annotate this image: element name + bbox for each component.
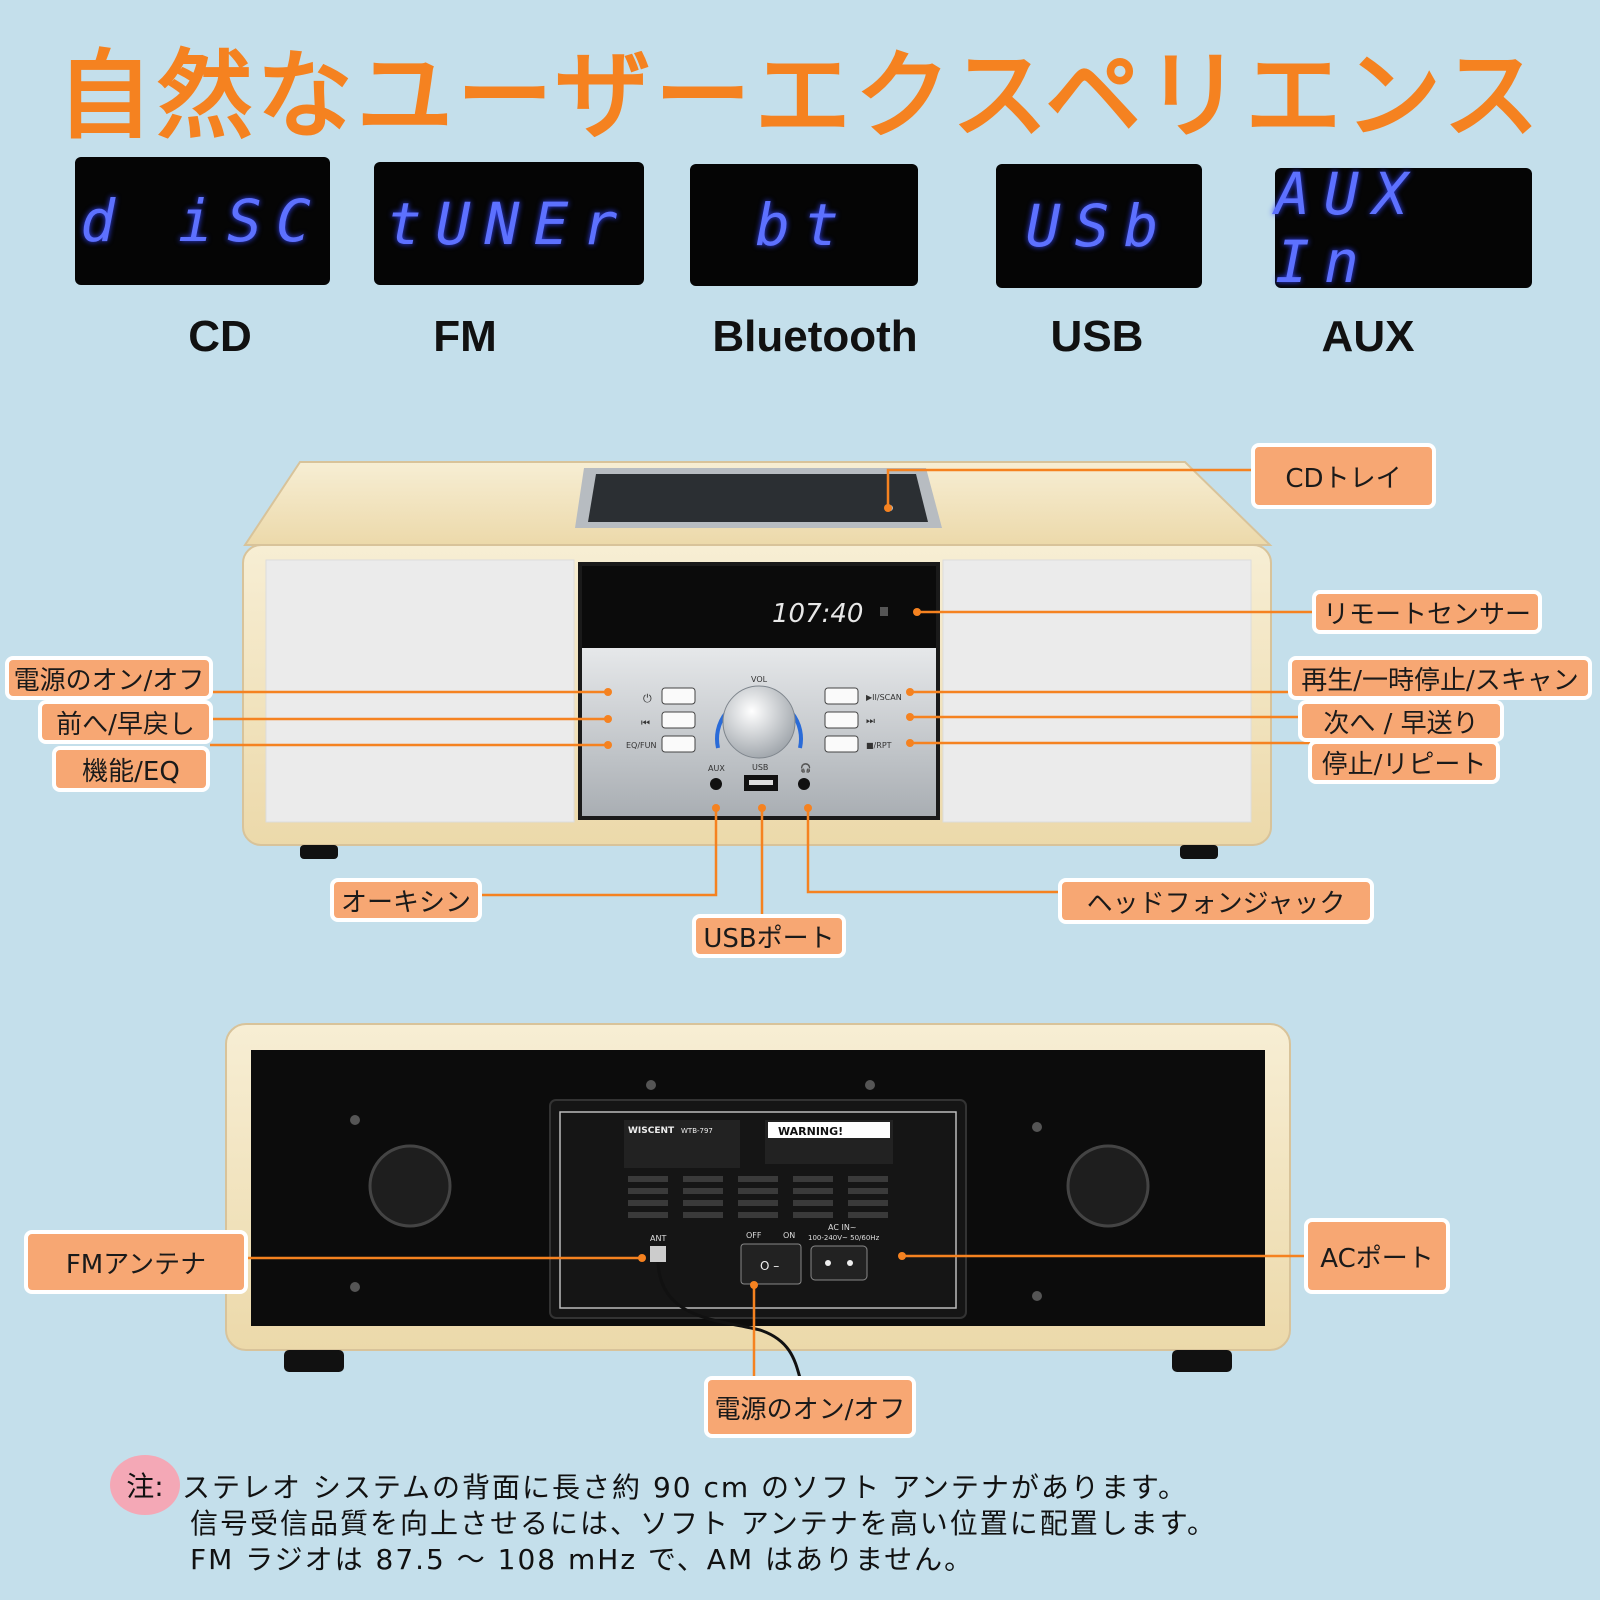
callout-play: 再生/一時停止/スキャン bbox=[1288, 656, 1592, 700]
warning-label: WARNING! bbox=[778, 1125, 843, 1138]
right-bass-port bbox=[1066, 1144, 1150, 1228]
mode-label-bluetooth: Bluetooth bbox=[712, 312, 918, 361]
remote-sensor bbox=[880, 607, 888, 616]
callout-usb: USBポート bbox=[692, 914, 846, 958]
front-leader-lines bbox=[210, 468, 1314, 918]
headphone-jack[interactable] bbox=[798, 778, 810, 790]
front-display bbox=[582, 566, 936, 648]
mode-label-cd: CD bbox=[188, 312, 252, 361]
note-badge: 注: bbox=[110, 1455, 180, 1515]
aux-label: AUX bbox=[708, 764, 725, 773]
callout-fm-antenna: FMアンテナ bbox=[24, 1230, 248, 1294]
headphone-icon: 🎧 bbox=[800, 762, 811, 774]
rpt-label: ■/RPT bbox=[866, 741, 892, 750]
callout-power-front: 電源のオン/オフ bbox=[5, 656, 213, 700]
callout-stop: 停止/リピート bbox=[1308, 740, 1500, 784]
ac-inlet[interactable] bbox=[810, 1245, 868, 1281]
callout-eq: 機能/EQ bbox=[52, 746, 210, 792]
brand-name: WISCENT bbox=[628, 1126, 675, 1136]
front-unit: 107:40 ⏻ ⏮ EQ/FUN VOL ▶II/SCAN ⏭ ■/RPT A… bbox=[242, 461, 1273, 859]
prev-icon: ⏮ bbox=[641, 718, 650, 729]
antenna-port[interactable] bbox=[650, 1246, 666, 1262]
mode-display-fm: tUNEr bbox=[374, 162, 644, 285]
callout-power-back: 電源のオン/オフ bbox=[704, 1376, 916, 1438]
play-pause-button[interactable] bbox=[824, 687, 859, 705]
callout-cd-tray: CDトレイ bbox=[1251, 443, 1436, 509]
callout-headphone: ヘッドフォンジャック bbox=[1058, 878, 1374, 924]
aux-jack[interactable] bbox=[710, 778, 722, 790]
next-button[interactable] bbox=[824, 711, 859, 729]
stop-button[interactable] bbox=[824, 735, 859, 753]
callout-prev: 前へ/早戻し bbox=[38, 700, 213, 744]
mode-display-usb: USb bbox=[996, 164, 1202, 288]
mode-label-usb: USB bbox=[1050, 312, 1144, 361]
left-bass-port bbox=[368, 1144, 452, 1228]
next-icon: ⏭ bbox=[866, 716, 875, 727]
volume-knob[interactable] bbox=[722, 685, 796, 759]
mode-label-aux: AUX bbox=[1321, 312, 1415, 361]
eq-button[interactable] bbox=[661, 735, 696, 753]
back-leader-lines bbox=[245, 1254, 1306, 1380]
back-unit: WISCENT WTB-797 WARNING! ANT OFF ON O – … bbox=[225, 1023, 1291, 1379]
ac-spec-label: 100-240V~ 50/60Hz bbox=[808, 1234, 880, 1242]
rear-power-switch[interactable] bbox=[740, 1243, 802, 1285]
mode-display-cd: d iSC bbox=[75, 157, 330, 285]
ac-in-label: AC IN~ bbox=[828, 1223, 857, 1232]
callout-next: 次へ / 早送り bbox=[1298, 700, 1504, 742]
play-label: ▶II/SCAN bbox=[866, 693, 902, 702]
prev-button[interactable] bbox=[661, 711, 696, 729]
note-line-3: FM ラジオは 87.5 ～ 108 mHz で、AM はありません。 bbox=[190, 1543, 975, 1576]
on-label: ON bbox=[783, 1231, 795, 1240]
cd-tray bbox=[575, 468, 942, 528]
clock-readout: 107:40 bbox=[772, 599, 863, 629]
page-title: 自然なユーザーエクスペリエンス bbox=[56, 40, 1544, 152]
eq-label: EQ/FUN bbox=[626, 741, 657, 750]
callout-aux: オーキシン bbox=[330, 878, 482, 922]
mode-label-fm: FM bbox=[433, 312, 497, 361]
vol-label: VOL bbox=[751, 675, 768, 684]
model-name: WTB-797 bbox=[681, 1127, 713, 1135]
callout-remote-sensor: リモートセンサー bbox=[1312, 590, 1542, 634]
off-label: OFF bbox=[746, 1231, 762, 1240]
note-line-2: 信号受信品質を向上させるには、ソフト アンテナを高い位置に配置します。 bbox=[190, 1507, 1217, 1540]
usb-label: USB bbox=[752, 763, 768, 772]
svg-text:O –: O – bbox=[760, 1259, 779, 1273]
note-line-1: ステレオ システムの背面に長さ約 90 cm のソフト アンテナがあります。 bbox=[182, 1471, 1189, 1504]
mode-display-bluetooth: bt bbox=[690, 164, 918, 286]
callout-ac-port: ACポート bbox=[1304, 1218, 1450, 1294]
ant-label: ANT bbox=[650, 1234, 666, 1243]
power-icon: ⏻ bbox=[643, 692, 652, 705]
power-button[interactable] bbox=[661, 687, 696, 705]
mode-display-aux: AUX In bbox=[1275, 160, 1532, 296]
